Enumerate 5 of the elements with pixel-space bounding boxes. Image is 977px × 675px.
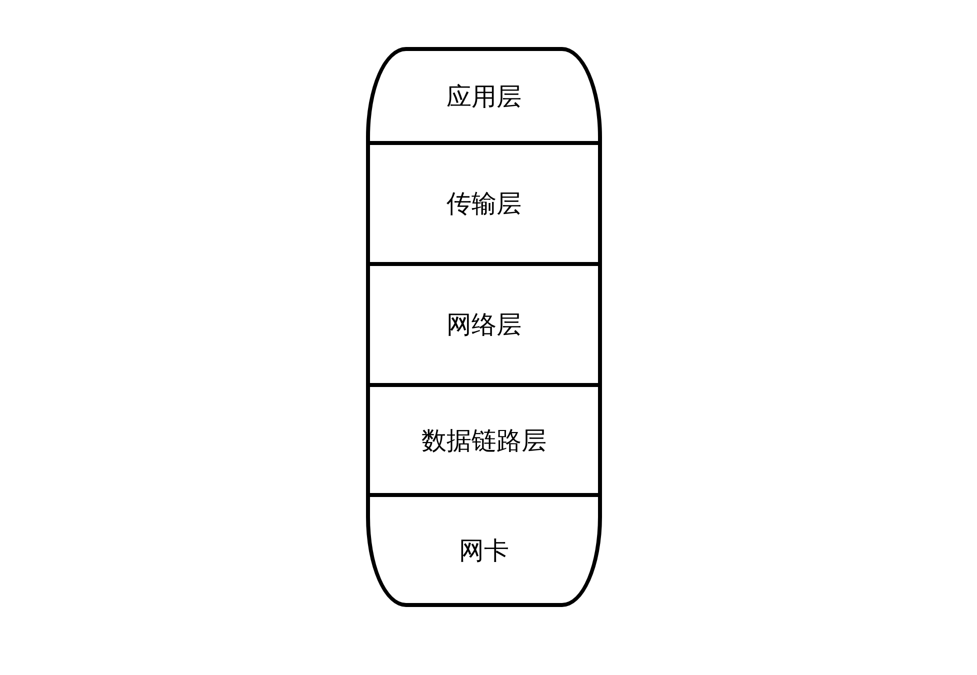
layer-label: 传输层: [446, 188, 522, 220]
layer-label: 应用层: [446, 80, 522, 112]
layer-label: 网络层: [446, 309, 522, 341]
layer-label: 网卡: [459, 534, 509, 566]
layer-label: 数据链路层: [422, 424, 546, 456]
